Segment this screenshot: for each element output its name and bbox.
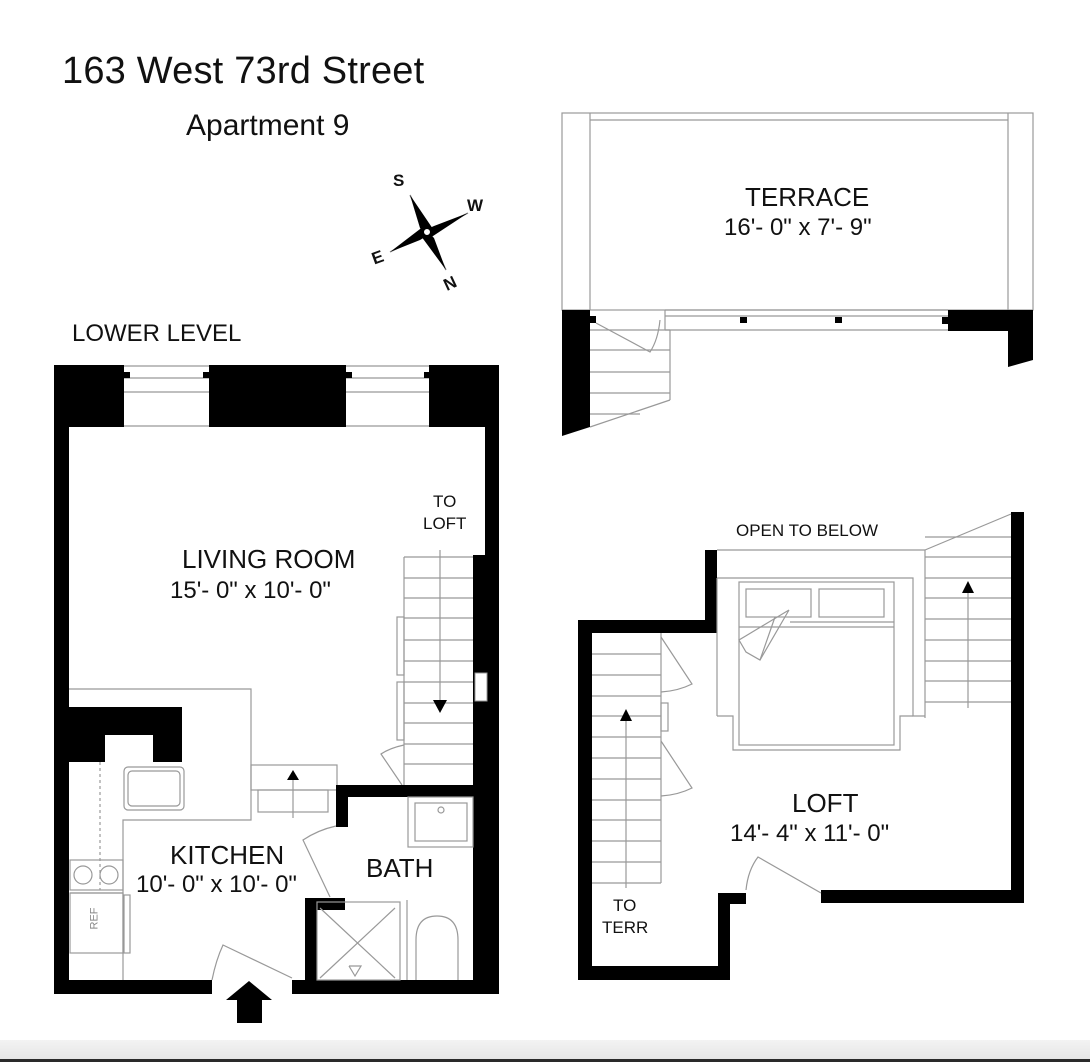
living-room-label: LIVING ROOM xyxy=(182,544,356,574)
to-terrace-label-line2: TERR xyxy=(602,918,649,937)
unit-subtitle: Apartment 9 xyxy=(186,109,350,142)
lower-level-label: LOWER LEVEL xyxy=(72,320,242,347)
terrace-dimensions: 16'- 0" x 7'- 9" xyxy=(724,214,872,241)
refrigerator-label: REF xyxy=(88,907,101,930)
to-loft-label-line1: TO xyxy=(433,492,457,511)
terrace-label: TERRACE xyxy=(745,182,870,212)
lower-level-plan xyxy=(54,365,499,1023)
kitchen-dimensions: 10'- 0" x 10'- 0" xyxy=(136,871,297,898)
loft-plan xyxy=(578,512,1024,980)
loft-dimensions: 14'- 4" x 11'- 0" xyxy=(730,820,890,847)
bath-label: BATH xyxy=(366,853,434,883)
entry-arrow-icon xyxy=(226,981,272,1023)
compass-west-label: W xyxy=(467,196,484,215)
terrace-plan xyxy=(561,112,1034,436)
compass-south-label: S xyxy=(393,171,405,190)
to-terrace-label-line1: TO xyxy=(613,896,637,915)
address-title: 163 West 73rd Street xyxy=(62,50,425,92)
living-room-dimensions: 15'- 0" x 10'- 0" xyxy=(170,577,331,604)
open-to-below-label: OPEN TO BELOW xyxy=(736,521,879,540)
compass-rose-icon xyxy=(389,194,469,271)
floor-plan-drawing xyxy=(54,112,1034,1023)
kitchen-label: KITCHEN xyxy=(170,840,285,870)
bottom-edge xyxy=(0,1040,1090,1062)
to-loft-label-line2: LOFT xyxy=(423,514,467,533)
loft-label: LOFT xyxy=(792,788,859,818)
